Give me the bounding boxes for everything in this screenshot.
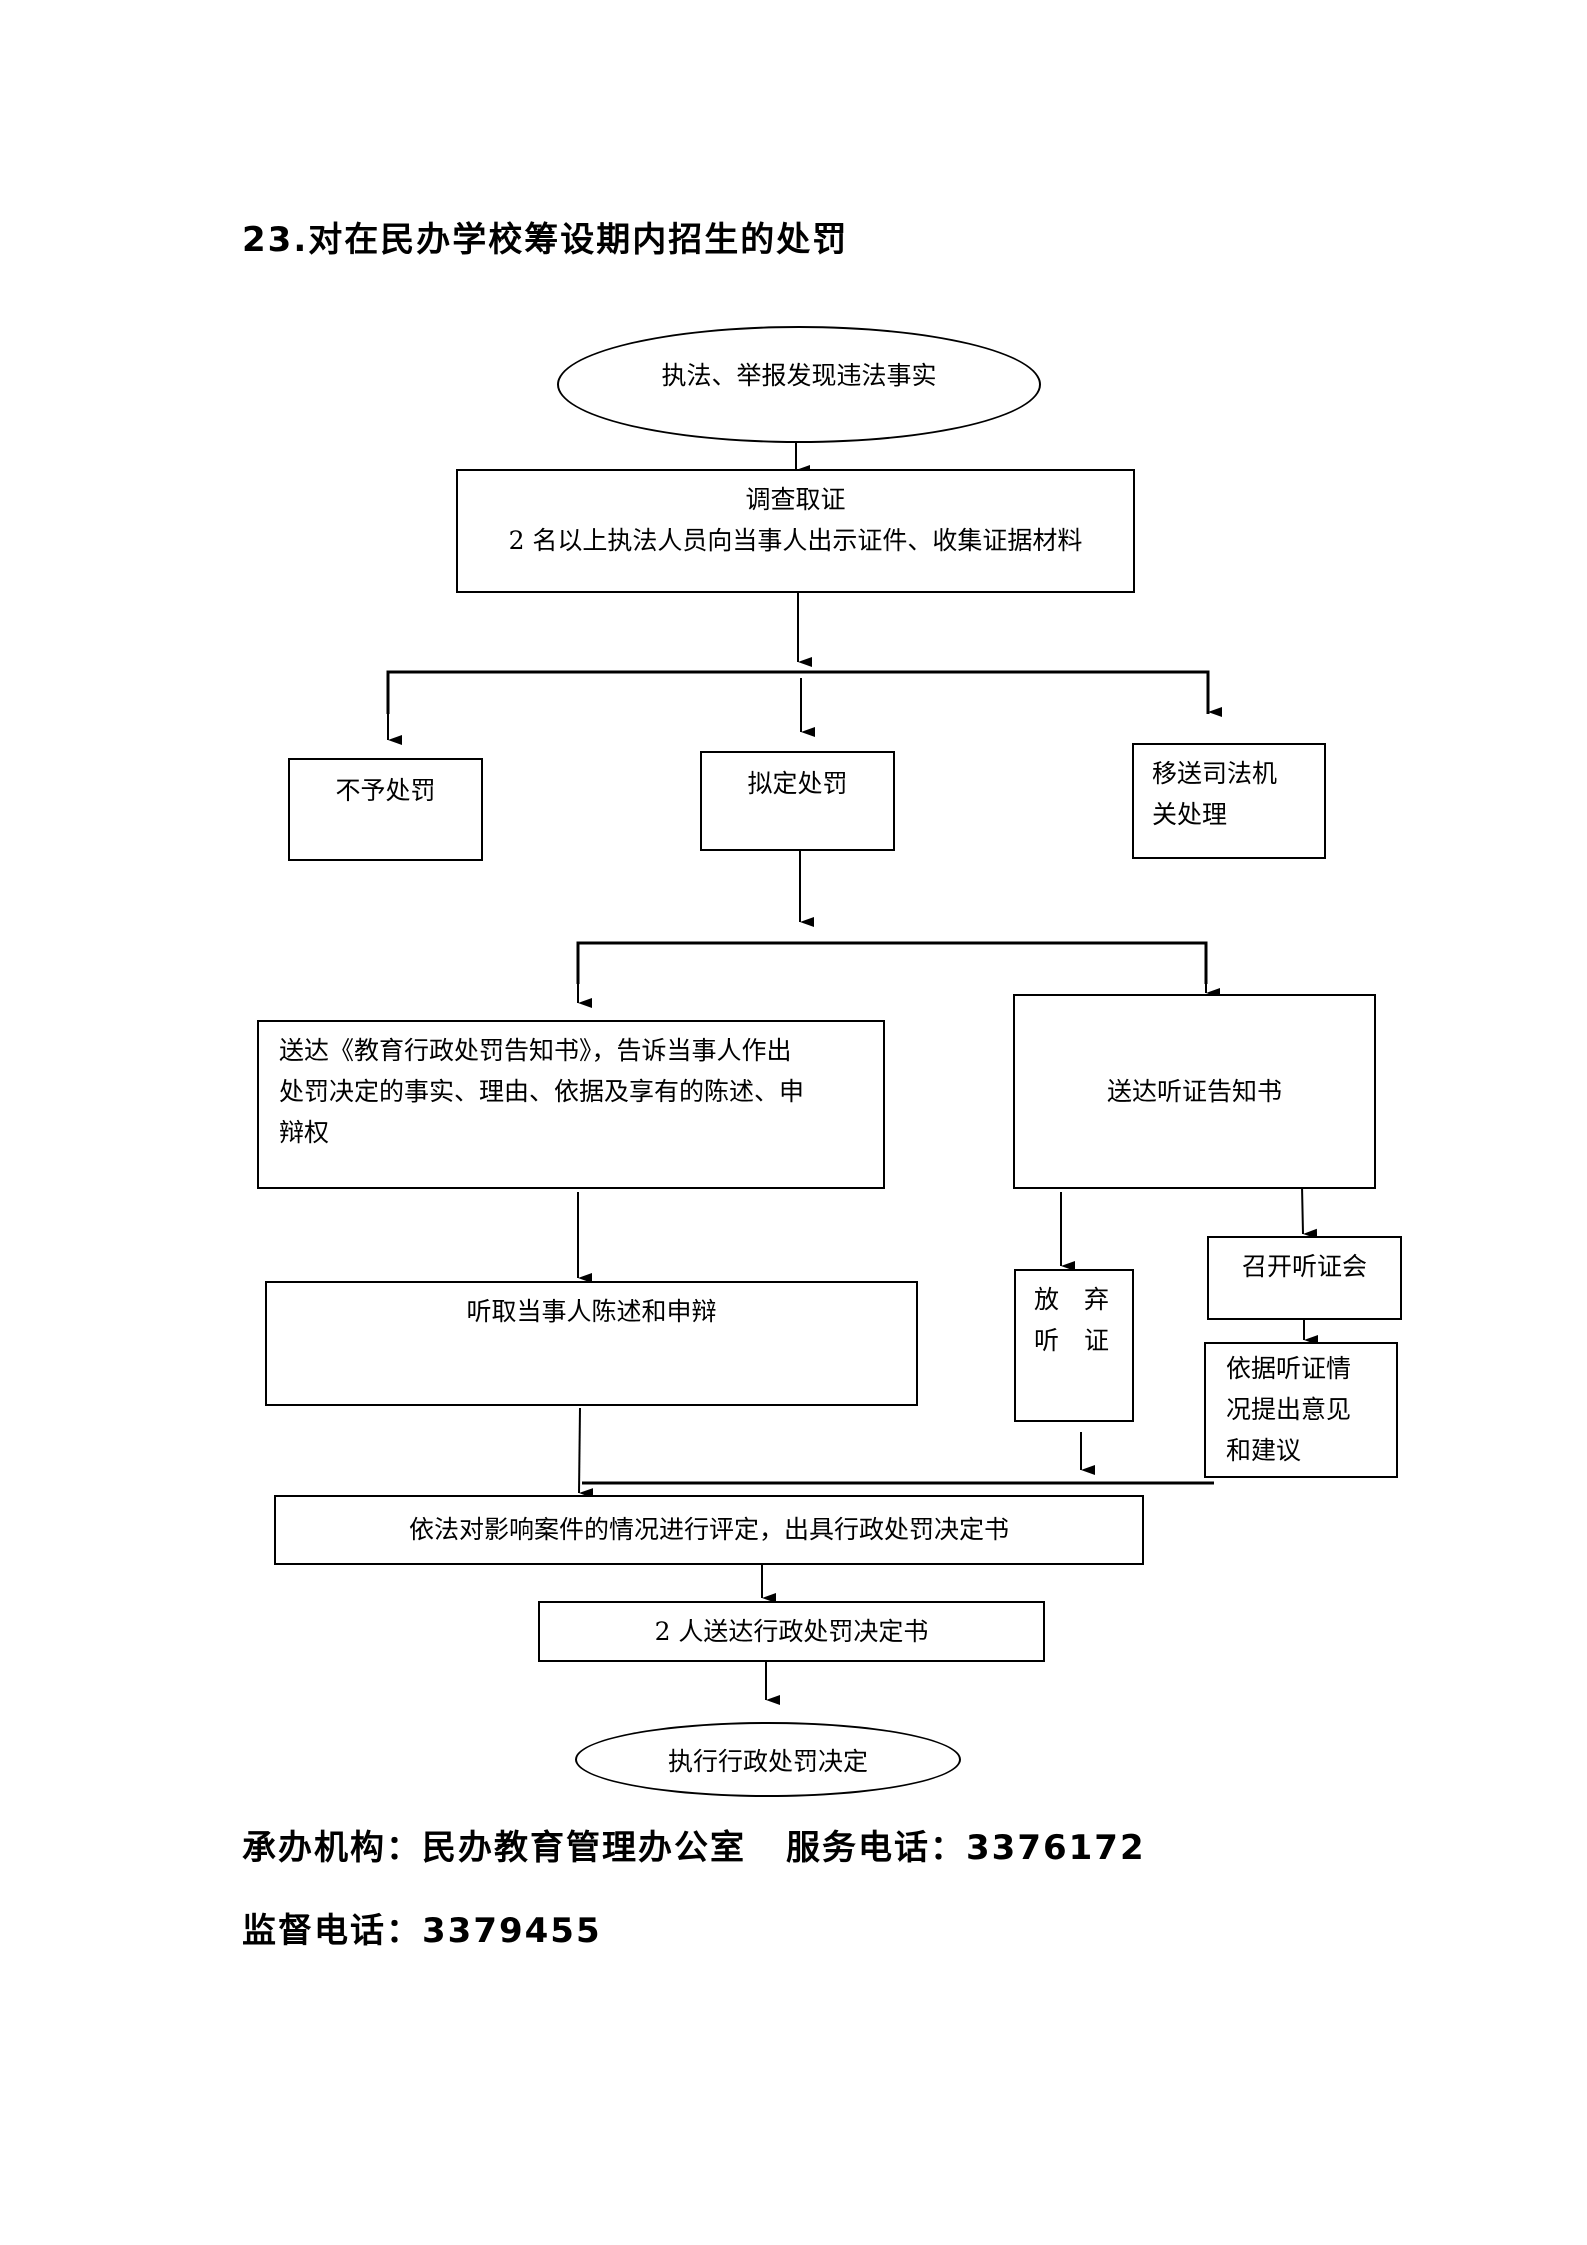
hold-hearing-label: 召开听证会 [1241, 1252, 1367, 1281]
no-penalty-label: 不予处罚 [335, 776, 436, 805]
branch-line-2 [576, 941, 1208, 984]
transfer-box: 移送司法机 关处理 [1132, 743, 1326, 859]
service-phone-label: 服务电话： [786, 1828, 966, 1868]
hold-hearing-box: 召开听证会 [1207, 1236, 1402, 1320]
deliver-box: 2 人送达行政处罚决定书 [538, 1601, 1045, 1662]
hearing-notice-box: 送达听证告知书 [1013, 994, 1376, 1189]
footer-org-line: 承办机构：民办教育管理办公室服务电话：3376172 [242, 1820, 1146, 1869]
waive-line1: 放 弃 [1034, 1285, 1110, 1314]
notice-line2: 处罚决定的事实、理由、依据及享有的陈述、申 [279, 1077, 805, 1106]
arrow-hearing-to-hold [1301, 1185, 1318, 1239]
investigate-title: 调查取证 [745, 485, 846, 514]
branch-line-1 [386, 670, 1210, 714]
waive-box: 放 弃 听 证 [1014, 1269, 1134, 1422]
notice-line1: 送达《教育行政处罚告知书》，告诉当事人作出 [279, 1036, 792, 1065]
supervise-phone: 3379455 [422, 1911, 602, 1951]
notice-box: 送达《教育行政处罚告知书》，告诉当事人作出 处罚决定的事实、理由、依据及享有的陈… [257, 1020, 885, 1189]
start-node: 执法、举报发现违法事实 [557, 326, 1041, 443]
listen-box: 听取当事人陈述和申辩 [265, 1281, 918, 1406]
org-label: 承办机构： [242, 1828, 422, 1868]
decision-box: 依法对影响案件的情况进行评定，出具行政处罚决定书 [274, 1495, 1144, 1565]
hearing-notice-label: 送达听证告知书 [1106, 1077, 1282, 1106]
opinion-line3: 和建议 [1226, 1436, 1302, 1465]
org-name: 民办教育管理办公室 [422, 1828, 746, 1868]
waive-line2: 听 证 [1034, 1326, 1110, 1355]
investigate-box: 调查取证 2 名以上执法人员向当事人出示证件、收集证据材料 [456, 469, 1135, 593]
opinion-line2: 况提出意见 [1226, 1395, 1352, 1424]
deliver-label: 2 人送达行政处罚决定书 [654, 1617, 929, 1646]
service-phone: 3376172 [966, 1828, 1146, 1868]
notice-line3: 辩权 [279, 1118, 330, 1147]
opinion-line1: 依据听证情 [1226, 1354, 1352, 1383]
propose-penalty-label: 拟定处罚 [747, 769, 848, 798]
decision-label: 依法对影响案件的情况进行评定，出具行政处罚决定书 [408, 1515, 1009, 1544]
page-title: 23.对在民办学校筹设期内招生的处罚 [242, 220, 849, 260]
listen-label: 听取当事人陈述和申辩 [466, 1297, 717, 1326]
footer-supervise-line: 监督电话：3379455 [242, 1903, 602, 1952]
opinion-box: 依据听证情 况提出意见 和建议 [1204, 1342, 1398, 1478]
start-node-label: 执法、举报发现违法事实 [661, 360, 937, 390]
arrow-listen-to-decision [578, 1407, 594, 1499]
execute-node-label: 执行行政处罚决定 [667, 1746, 868, 1776]
execute-node: 执行行政处罚决定 [575, 1722, 961, 1797]
transfer-line2: 关处理 [1152, 800, 1228, 829]
transfer-line1: 移送司法机 [1152, 759, 1278, 788]
supervise-phone-label: 监督电话： [242, 1911, 422, 1951]
no-penalty-box: 不予处罚 [288, 758, 483, 861]
investigate-desc: 2 名以上执法人员向当事人出示证件、收集证据材料 [508, 526, 1083, 555]
propose-penalty-box: 拟定处罚 [700, 751, 895, 851]
